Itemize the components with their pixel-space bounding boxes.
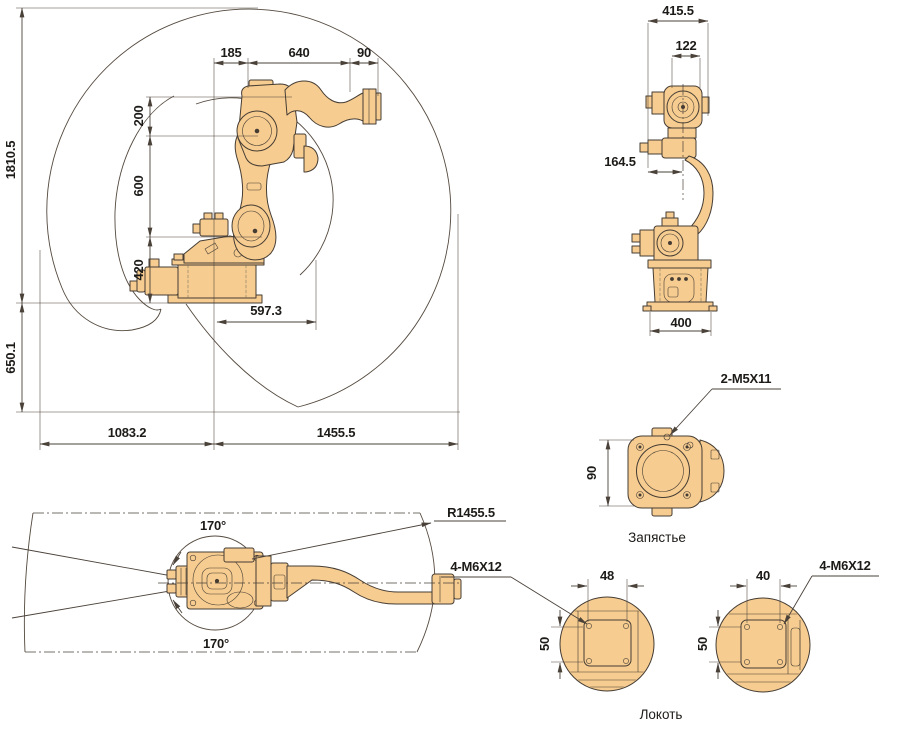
dim-597-3: 597.3 xyxy=(250,303,282,318)
wrist-m5-hole xyxy=(663,433,671,441)
elbow-right-plate xyxy=(740,619,787,669)
dim-600: 600 xyxy=(131,175,146,196)
callout-r1455-5: R1455.5 xyxy=(447,505,495,520)
front-view-dimensions: 415.5 122 164.5 400 xyxy=(604,3,712,336)
dim-50-left: 50 xyxy=(537,637,552,651)
wrist-detail-dimensions: 90 2-M5X11 Запястье xyxy=(584,371,781,545)
dim-1810-5: 1810.5 xyxy=(3,141,18,180)
side-view-work-envelope xyxy=(46,8,452,408)
dim-90-arm: 90 xyxy=(357,45,371,60)
side-view-dimensions: 185 640 90 1810.5 650.1 200 600 420 597.… xyxy=(3,7,460,450)
top-wrist xyxy=(431,573,455,605)
dim-122: 122 xyxy=(675,38,696,53)
callout-2-m5x11: 2-M5X11 xyxy=(721,371,772,386)
dim-40: 40 xyxy=(756,568,770,583)
wrist-detail-figure xyxy=(627,427,725,517)
top-view-robot-figure xyxy=(166,547,462,610)
side-view-robot-figure xyxy=(129,79,382,304)
callout-4-m6x12-right: 4-M6X12 xyxy=(819,558,870,573)
front-base-body xyxy=(652,267,709,303)
dim-420: 420 xyxy=(131,259,146,280)
dim-48: 48 xyxy=(600,568,614,583)
dim-415-5: 415.5 xyxy=(662,3,694,18)
dim-50-right: 50 xyxy=(695,637,710,651)
dim-185: 185 xyxy=(220,45,241,60)
wrist-m5-hole xyxy=(686,441,694,449)
dim-164-5: 164.5 xyxy=(604,154,636,169)
side-vane xyxy=(303,145,319,173)
front-view-robot-figure xyxy=(631,85,718,312)
dim-wrist-90: 90 xyxy=(584,466,599,480)
callout-4-m6x12-left: 4-M6X12 xyxy=(450,559,501,574)
wrist-side-housing xyxy=(699,439,725,503)
dim-1455-5: 1455.5 xyxy=(317,425,356,440)
dim-400: 400 xyxy=(670,315,691,330)
caption-wrist: Запястье xyxy=(628,530,686,545)
elbow-detail-left: 48 50 4-M6X12 xyxy=(441,559,655,692)
dim-640: 640 xyxy=(288,45,309,60)
caption-elbow: Локоть xyxy=(640,707,683,722)
elbow-left-plate xyxy=(583,619,632,667)
dim-650-1: 650.1 xyxy=(3,342,18,374)
top-view-annotations: R1455.5 170° 170° xyxy=(158,505,506,651)
dim-200: 200 xyxy=(131,105,146,126)
front-base-plate xyxy=(646,301,714,312)
side-base-body xyxy=(177,264,257,299)
side-wrist-flange xyxy=(362,88,377,125)
dim-1083-2: 1083.2 xyxy=(108,425,147,440)
angle-170-top: 170° xyxy=(200,518,226,533)
angle-170-bottom: 170° xyxy=(203,636,229,651)
elbow-detail-right: 40 50 4-M6X12 xyxy=(695,558,879,693)
